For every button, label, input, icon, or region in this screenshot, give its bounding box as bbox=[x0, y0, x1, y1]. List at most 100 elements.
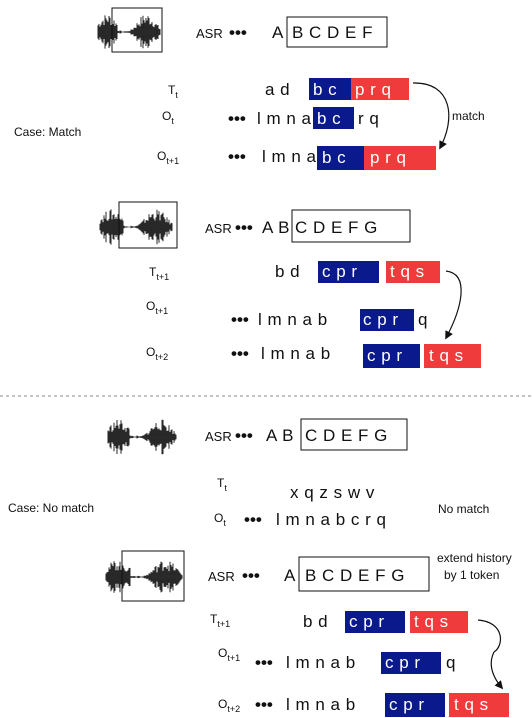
matched-tokens: b c bbox=[322, 148, 346, 167]
audio-waveform-icon bbox=[105, 550, 185, 602]
waveform-trace bbox=[99, 209, 173, 245]
draft-tokens: t q s bbox=[390, 262, 425, 281]
output-plain-tokens: l m n a bbox=[257, 109, 312, 128]
draft-tokens: p r q bbox=[355, 80, 392, 99]
matched-tokens: b c bbox=[313, 80, 337, 99]
row-label-Tt: Tt bbox=[168, 83, 178, 100]
ellipsis-dots: ••• bbox=[235, 218, 253, 237]
matched-token-block bbox=[317, 146, 364, 170]
extend-note-line2: by 1 token bbox=[444, 568, 499, 582]
ellipsis-dots: ••• bbox=[228, 109, 246, 128]
draft-tokens: p r q bbox=[370, 148, 407, 167]
matched-token-block bbox=[363, 344, 420, 368]
row-label-Ot2: Ot+2 bbox=[218, 697, 240, 714]
draft-token-block bbox=[386, 261, 440, 283]
matched-tokens: c p r bbox=[363, 310, 399, 329]
asr-boxed-tokens: C D E F G bbox=[305, 426, 388, 445]
draft-plain-tokens: a d bbox=[265, 80, 290, 99]
asr-context-box bbox=[286, 16, 388, 48]
output-tail-tokens: r q bbox=[358, 109, 379, 128]
audio-waveform-icon bbox=[107, 419, 177, 455]
ellipsis-dots: ••• bbox=[242, 566, 260, 585]
asr-boxed-tokens: B C D E F G bbox=[305, 566, 405, 585]
draft-token-block bbox=[351, 78, 409, 100]
match-arrow bbox=[445, 270, 462, 340]
matched-tokens: c p r bbox=[385, 653, 421, 672]
row-label-Ot2: Ot+2 bbox=[146, 345, 168, 362]
asr-context-box bbox=[298, 556, 430, 592]
draft-token-block bbox=[424, 344, 481, 368]
output-plain-tokens: l m n a b bbox=[261, 344, 331, 363]
row-label-Tt: Tt bbox=[217, 476, 227, 493]
asr-boxed-tokens: C D E F G bbox=[295, 218, 378, 237]
output-plain-tokens: l m n a b bbox=[286, 653, 356, 672]
draft-tokens: t q s bbox=[429, 346, 464, 365]
ellipsis-dots: ••• bbox=[231, 310, 249, 329]
ellipsis-dots: ••• bbox=[255, 695, 273, 714]
draft-plain-tokens: b d bbox=[275, 262, 300, 281]
extend-note-line1: extend history bbox=[437, 551, 512, 565]
matched-tokens: c p r bbox=[322, 262, 358, 281]
matched-token-block bbox=[381, 652, 441, 674]
matched-tokens: c p r bbox=[367, 346, 403, 365]
draft-tokens: t q s bbox=[454, 695, 489, 714]
asr-prefix: A bbox=[284, 566, 296, 585]
case-no-match-label: Case: No match bbox=[8, 501, 94, 515]
match-annotation: match bbox=[452, 109, 485, 123]
row-label-Tt1: Tt+1 bbox=[149, 265, 169, 282]
row-label-Tt1: Tt+1 bbox=[210, 612, 230, 629]
ellipsis-dots: ••• bbox=[255, 653, 273, 672]
matched-token-block bbox=[345, 611, 405, 633]
ellipsis-dots: ••• bbox=[235, 426, 253, 445]
asr-label: ASR bbox=[205, 221, 232, 236]
matched-token-block bbox=[318, 261, 379, 283]
asr-boxed-tokens: B C D E F bbox=[292, 23, 373, 42]
match-arrow bbox=[412, 82, 450, 150]
asr-label: ASR bbox=[205, 429, 232, 444]
no-match-annotation: No match bbox=[438, 502, 489, 516]
draft-plain-tokens: b d bbox=[303, 612, 328, 631]
row-label-Ot1: Ot+1 bbox=[218, 646, 240, 663]
asr-prefix: A B bbox=[262, 218, 290, 237]
draft-plain-tokens: x q z s w v bbox=[290, 483, 375, 502]
match-arrow bbox=[477, 619, 502, 688]
row-label-Ot1: Ot+1 bbox=[157, 149, 179, 166]
asr-prefix: A bbox=[272, 23, 284, 42]
asr-context-box bbox=[300, 418, 408, 451]
row-label-Ot: Ot bbox=[162, 109, 174, 126]
ellipsis-dots: ••• bbox=[229, 23, 247, 42]
output-tail-tokens: q bbox=[446, 653, 456, 672]
output-plain-tokens: l m n a b c r q bbox=[276, 510, 386, 529]
draft-token-block bbox=[410, 611, 468, 633]
matched-token-block bbox=[313, 107, 354, 129]
asr-label: ASR bbox=[196, 26, 223, 41]
ellipsis-dots: ••• bbox=[231, 344, 249, 363]
output-plain-tokens: l m n a bbox=[262, 147, 317, 166]
case-match-section: Case: Match ASR ••• A B C D E F Tt a d b… bbox=[14, 7, 485, 368]
audio-waveform-icon bbox=[97, 7, 163, 53]
ellipsis-dots: ••• bbox=[244, 510, 262, 529]
output-tail-tokens: q bbox=[418, 310, 428, 329]
waveform-panel bbox=[97, 7, 163, 53]
case-no-match-section: Case: No match ASR ••• A B C D E F G Tt … bbox=[8, 418, 512, 717]
waveform-trace bbox=[107, 419, 177, 455]
matched-token-block bbox=[385, 693, 445, 717]
waveform-trace bbox=[105, 560, 183, 594]
waveform-trace bbox=[97, 15, 161, 49]
draft-token-block bbox=[364, 146, 436, 170]
matched-token-block bbox=[360, 309, 414, 331]
matched-tokens: b c bbox=[317, 109, 341, 128]
draft-tokens: t q s bbox=[414, 612, 449, 631]
asr-label: ASR bbox=[208, 569, 235, 584]
asr-prefix: A B bbox=[266, 426, 294, 445]
matched-token-block bbox=[309, 78, 351, 100]
matched-tokens: c p r bbox=[389, 695, 425, 714]
ellipsis-dots: ••• bbox=[228, 147, 246, 166]
matched-tokens: c p r bbox=[349, 612, 385, 631]
row-label-Ot1: Ot+1 bbox=[146, 299, 168, 316]
output-plain-tokens: l m n a b bbox=[286, 695, 356, 714]
asr-context-box bbox=[291, 209, 411, 243]
row-label-Ot: Ot bbox=[214, 511, 226, 528]
audio-waveform-icon bbox=[99, 201, 178, 249]
